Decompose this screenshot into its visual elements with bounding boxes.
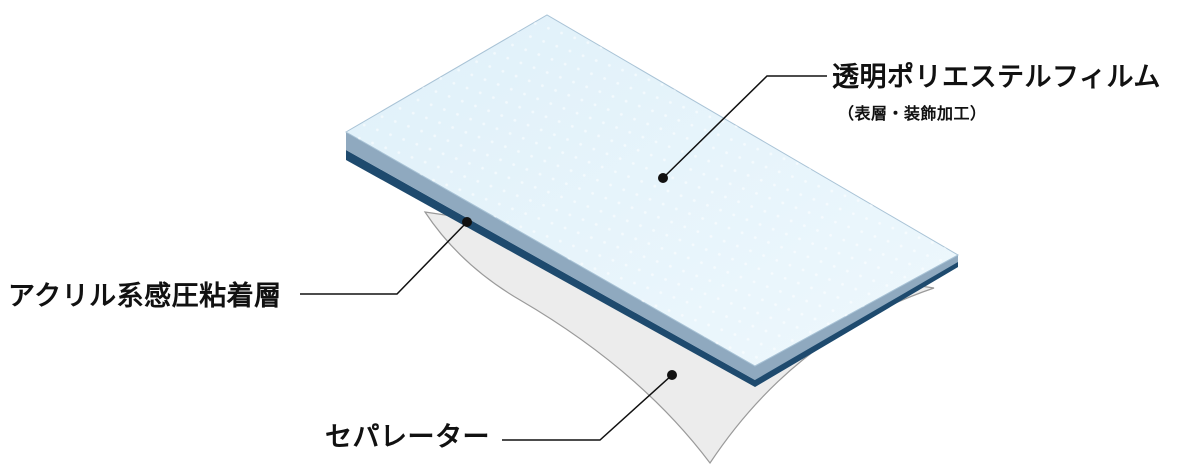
separator-label: セパレーター xyxy=(325,422,490,453)
adhesive-label: アクリル系感圧粘着層 xyxy=(8,281,282,312)
film-label: 透明ポリエステルフィルム xyxy=(832,62,1161,93)
film-edge-front xyxy=(346,132,755,380)
separator-marker-dot xyxy=(667,370,677,380)
separator-leader-line xyxy=(502,374,673,441)
film-marker-dot xyxy=(658,173,668,183)
adhesive-edge-right xyxy=(755,262,958,387)
film-leader-line xyxy=(662,75,827,179)
film-sublabel: （表層・装飾加工） xyxy=(838,104,987,123)
adhesive-layer xyxy=(346,150,755,387)
adhesive-marker-dot xyxy=(462,217,472,227)
adhesive-leader-line xyxy=(300,221,468,295)
film-texture xyxy=(346,15,958,366)
